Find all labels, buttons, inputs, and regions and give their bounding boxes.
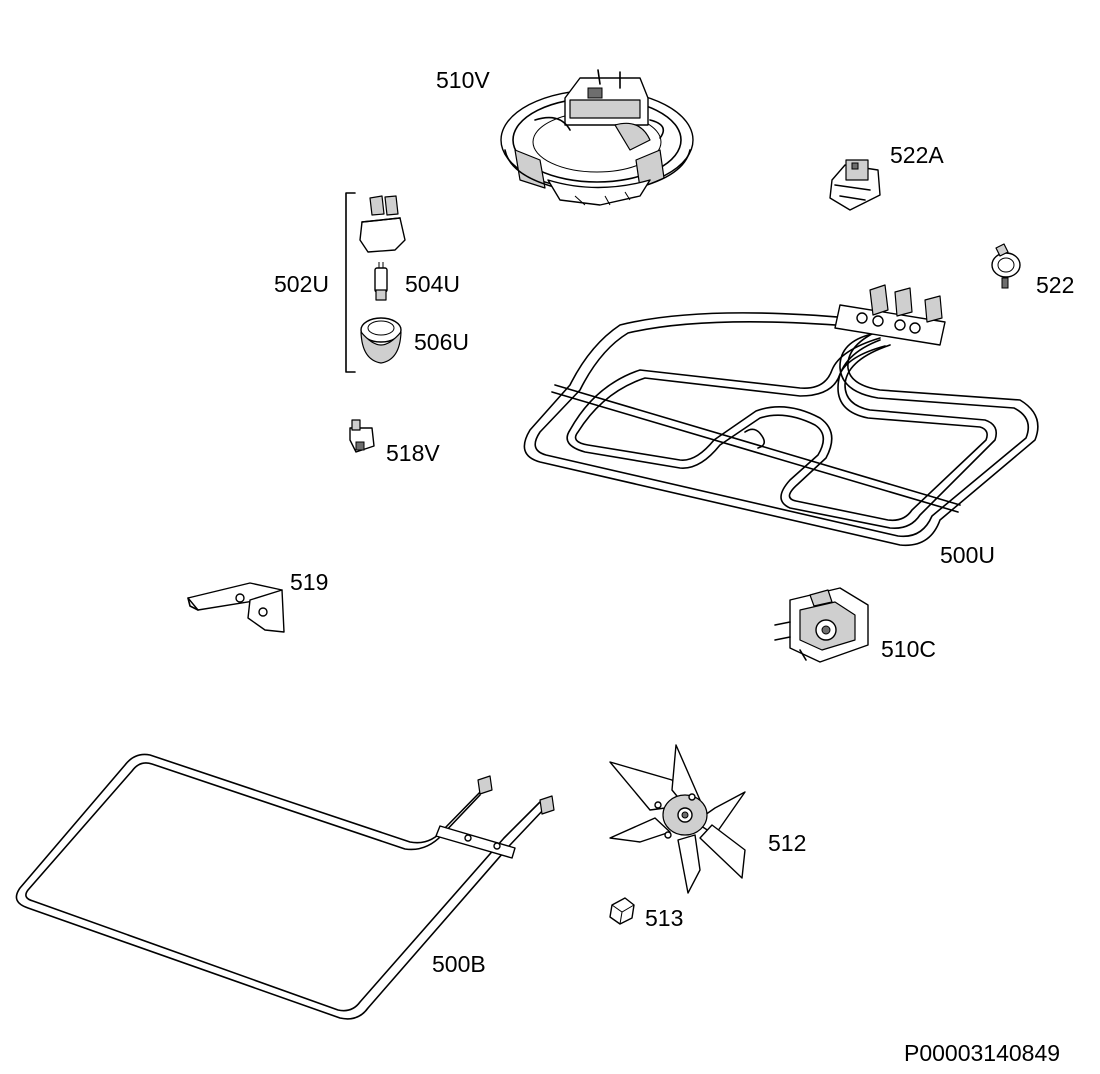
part-519-mounting-bracket [187,582,285,633]
document-id: P00003140849 [904,1040,1060,1066]
label-518v: 518V [386,440,440,466]
label-522: 522 [1036,272,1074,298]
part-502u-lamp-socket [359,195,406,253]
label-510v: 510V [436,67,490,93]
part-518v-bracket [349,419,375,453]
part-504u-bulb [374,262,388,301]
part-510c-fan-motor [774,587,869,663]
label-502u: 502U [274,271,329,297]
label-522a: 522A [890,142,944,168]
part-506u-cover [360,317,402,364]
label-504u: 504U [405,271,460,297]
part-522-clip [991,243,1021,289]
part-500u-upper-element [523,284,1039,547]
part-513-nut [609,897,635,925]
label-506u: 506U [414,329,469,355]
part-502u-bracket [345,192,356,373]
label-512: 512 [768,830,806,856]
part-512-fan-blade [609,744,746,894]
label-510c: 510C [881,636,936,662]
label-519: 519 [290,569,328,595]
label-513: 513 [645,905,683,931]
part-500b-lower-element [15,753,555,1020]
label-500u: 500U [940,542,995,568]
part-522a-thermostat [829,159,881,211]
label-500b: 500B [432,951,486,977]
part-510v-fan-assembly [500,69,694,206]
